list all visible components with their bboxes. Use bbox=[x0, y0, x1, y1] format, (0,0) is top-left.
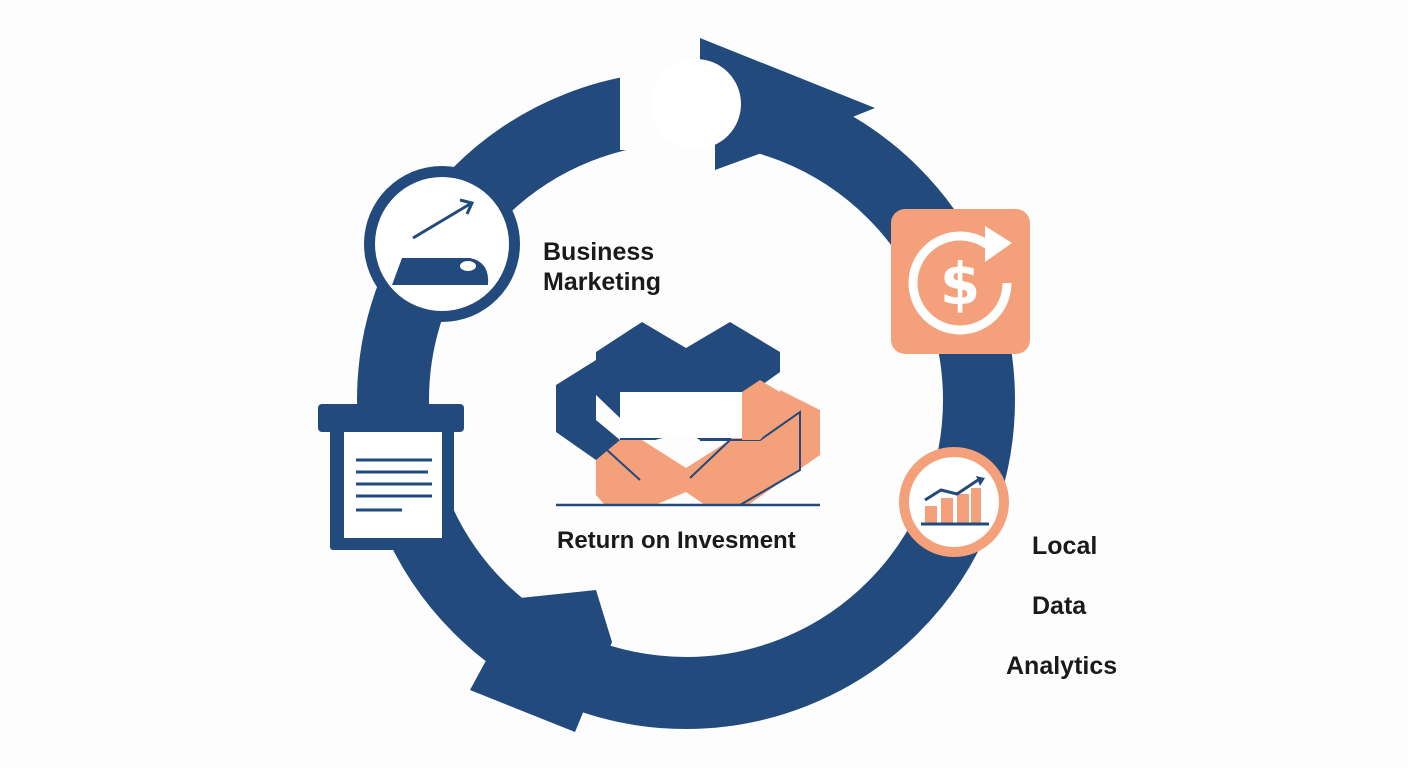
local-data-analytics-label: Local Data Analytics bbox=[1006, 501, 1117, 711]
document-icon bbox=[318, 404, 464, 550]
svg-text:$: $ bbox=[940, 250, 980, 318]
interlocking-hexagons-icon bbox=[556, 322, 820, 507]
growth-arrow-icon bbox=[364, 166, 520, 322]
data-line: Data bbox=[1032, 592, 1087, 620]
top-arrow-head bbox=[700, 38, 875, 170]
local-line: Local bbox=[1032, 532, 1098, 560]
cycle-ring bbox=[357, 38, 1015, 732]
business-marketing-label: Business Marketing bbox=[543, 238, 662, 296]
bar-chart-icon bbox=[899, 447, 1009, 557]
bottom-arrow-head bbox=[470, 590, 612, 732]
return-on-investment-label: Return on Invesment bbox=[557, 527, 796, 554]
circle-placeholder-icon bbox=[651, 59, 741, 149]
dollar-cycle-icon: $ bbox=[891, 209, 1030, 354]
analytics-line: Analytics bbox=[1006, 652, 1118, 680]
